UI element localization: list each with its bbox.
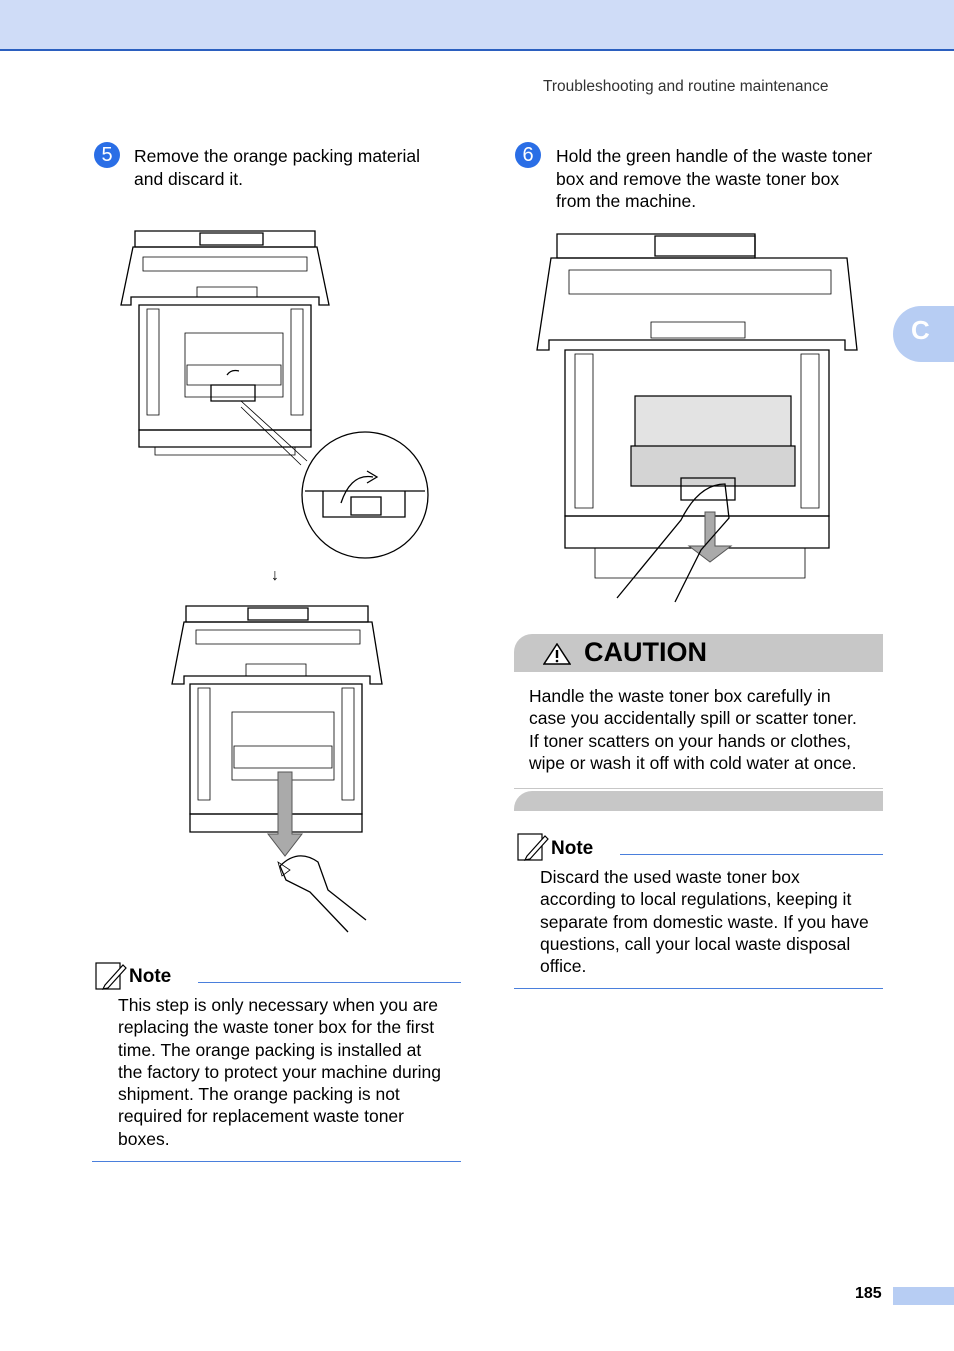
printer-pull-illustration bbox=[171, 605, 383, 933]
note-left-heading: Note bbox=[129, 966, 172, 987]
caution-footer-rule bbox=[514, 788, 883, 789]
note-pencil-icon bbox=[517, 833, 549, 861]
note-right-body: Discard the used waste toner box accordi… bbox=[540, 866, 869, 977]
step-5-text: Remove the orange packing material and d… bbox=[134, 145, 420, 190]
header-band bbox=[0, 0, 954, 51]
note-left-bottom-rule bbox=[92, 1161, 461, 1162]
note-left-line: the factory to protect your machine duri… bbox=[118, 1061, 441, 1082]
caution-body: Handle the waste toner box carefully in … bbox=[529, 685, 857, 774]
note-right-top-rule bbox=[620, 854, 883, 855]
page-number-bar bbox=[893, 1287, 954, 1305]
printer-packing-illustration bbox=[120, 230, 429, 559]
running-header: Troubleshooting and routine maintenance bbox=[543, 78, 829, 95]
note-right-line: office. bbox=[540, 956, 587, 977]
note-left-top-rule bbox=[198, 982, 461, 983]
chapter-tab: C bbox=[893, 306, 954, 362]
caution-banner: CAUTION bbox=[514, 634, 883, 672]
caution-line: Handle the waste toner box carefully in bbox=[529, 686, 831, 706]
step-6-line: box and remove the waste toner box bbox=[556, 168, 840, 189]
page-number: 185 bbox=[855, 1285, 882, 1302]
note-left-line: replacing the waste toner box for the fi… bbox=[118, 1017, 435, 1038]
step-5-number: 5 bbox=[94, 142, 120, 168]
down-arrow-glyph: ↓ bbox=[271, 567, 279, 584]
note-left-line: shipment. The orange packing is not bbox=[118, 1084, 400, 1105]
note-right-line: separate from domestic waste. If you hav… bbox=[540, 911, 869, 932]
note-pencil-icon bbox=[95, 962, 127, 990]
step-6-text: Hold the green handle of the waste toner… bbox=[556, 145, 872, 213]
waste-toner-removal-illustration bbox=[536, 233, 858, 603]
step-6-line: from the machine. bbox=[556, 191, 697, 212]
caution-line: If toner scatters on your hands or cloth… bbox=[529, 730, 851, 751]
step-6-line: Hold the green handle of the waste toner bbox=[556, 146, 873, 166]
note-left-line: time. The orange packing is installed at bbox=[118, 1039, 422, 1060]
note-left-body: This step is only necessary when you are… bbox=[118, 994, 441, 1150]
step-5-line: Remove the orange packing material bbox=[134, 146, 420, 166]
chapter-tab-label: C bbox=[911, 315, 930, 345]
step-5-line: and discard it. bbox=[134, 168, 243, 189]
note-right-line: according to local regulations, keeping … bbox=[540, 889, 852, 910]
note-left-line: required for replacement waste toner bbox=[118, 1106, 404, 1127]
note-left-line: This step is only necessary when you are bbox=[118, 995, 439, 1015]
step-6-number: 6 bbox=[515, 142, 541, 168]
caution-footer-bar bbox=[514, 791, 883, 811]
note-right-heading: Note bbox=[551, 838, 594, 859]
note-left-line: boxes. bbox=[118, 1128, 170, 1149]
note-right-line: questions, call your local waste disposa… bbox=[540, 933, 851, 954]
note-right-line: Discard the used waste toner box bbox=[540, 867, 800, 887]
note-right-bottom-rule bbox=[514, 988, 883, 989]
caution-title: CAUTION bbox=[584, 637, 707, 667]
caution-line: wipe or wash it off with cold water at o… bbox=[529, 752, 857, 773]
caution-line: case you accidentally spill or scatter t… bbox=[529, 708, 857, 729]
warning-icon bbox=[543, 643, 571, 665]
